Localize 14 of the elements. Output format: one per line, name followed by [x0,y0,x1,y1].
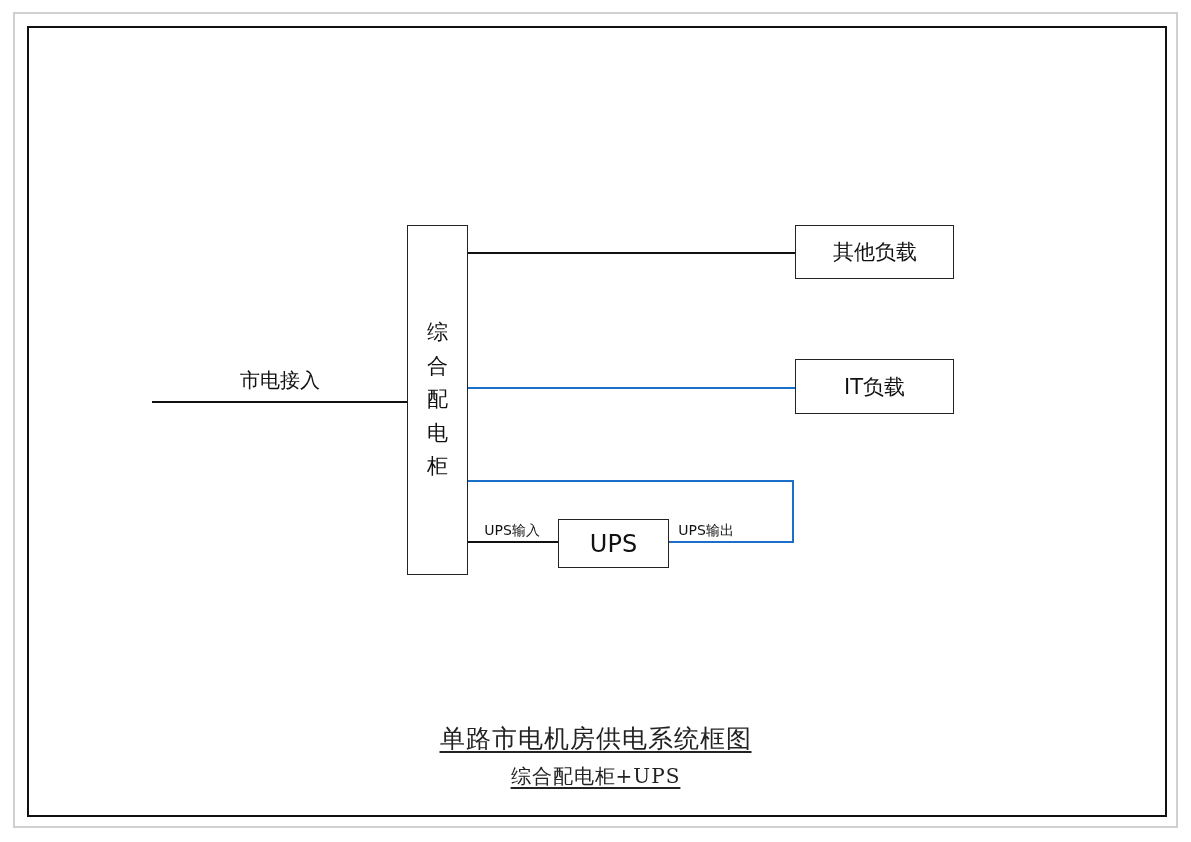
edge-label: 市电接入 [240,367,320,394]
process-box: 综合配电柜 [407,225,468,575]
edge-label: UPS输出 [678,522,734,540]
connector-line [467,480,794,543]
connector-line [151,401,408,403]
connector-line [467,252,796,254]
process-box: UPS [558,519,669,568]
diagram-title: 单路市电机房供电系统框图 [439,724,752,753]
diagram-caption: 综合配电柜+UPS [510,764,681,788]
process-box: 其他负载 [795,225,954,279]
edge-label: UPS输入 [484,522,540,540]
connector-line [467,541,559,543]
process-box: IT负载 [795,359,954,414]
connector-line [467,387,796,389]
